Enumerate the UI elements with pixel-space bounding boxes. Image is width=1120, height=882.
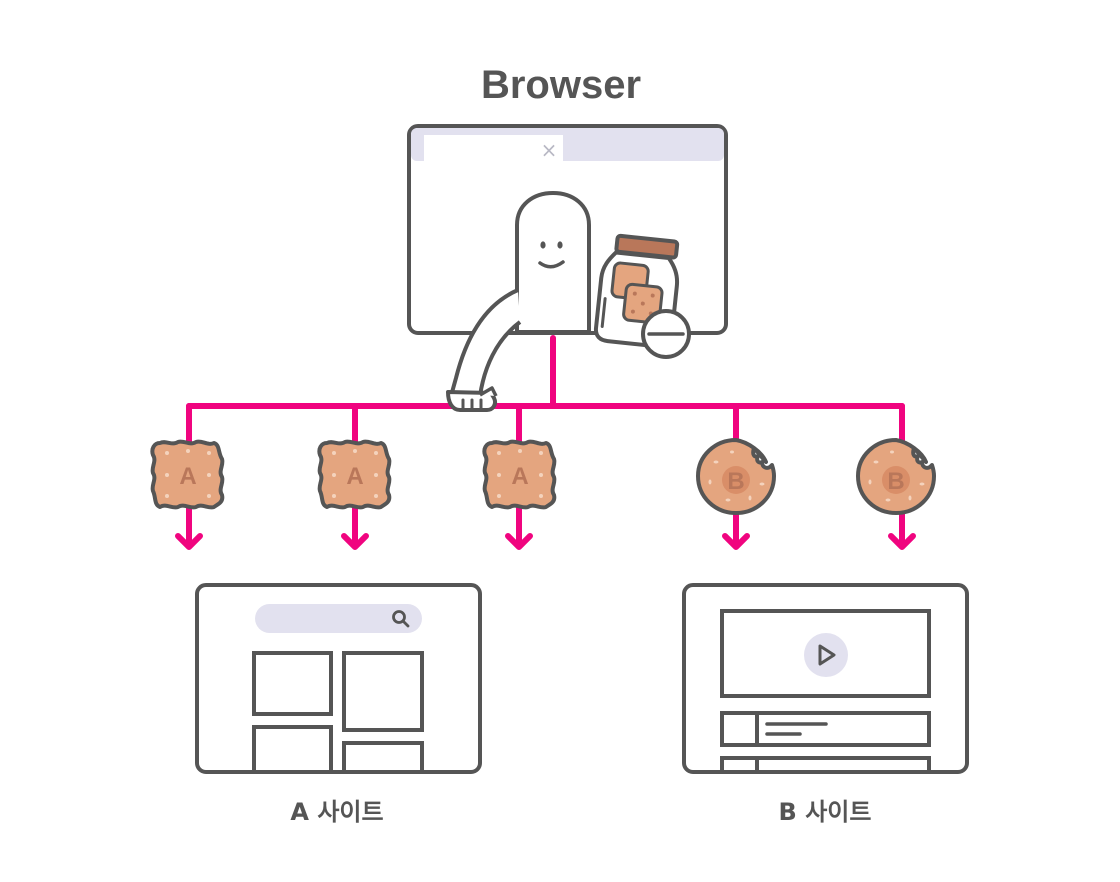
site-b-play-button bbox=[804, 633, 848, 677]
search-icon bbox=[392, 610, 410, 628]
mascot-body bbox=[515, 191, 591, 334]
cookie-a-2: A bbox=[317, 439, 392, 510]
arrow-head-4 bbox=[722, 533, 750, 550]
site-a-content-grid bbox=[252, 651, 424, 770]
mascot-arm bbox=[449, 288, 522, 398]
mascot-character bbox=[446, 191, 591, 412]
mascot-hand-holding-jar bbox=[641, 309, 691, 359]
tab-close-icon: × bbox=[541, 138, 558, 162]
jar-shine bbox=[600, 297, 607, 328]
mascot-eye-right bbox=[557, 241, 563, 249]
cookie-b-1: B bbox=[696, 438, 776, 515]
mascot-eye-left bbox=[540, 241, 546, 249]
mascot-smile bbox=[538, 260, 565, 269]
cookie-b-2: B bbox=[856, 438, 936, 515]
arrow-head-1 bbox=[175, 533, 203, 550]
cookie-b-2-letter: B bbox=[887, 468, 904, 495]
play-icon bbox=[818, 644, 836, 666]
jar-lid bbox=[614, 233, 680, 260]
site-a-label: A 사이트 bbox=[290, 798, 383, 826]
cookie-a-1-letter: A bbox=[179, 463, 196, 490]
site-b-window bbox=[682, 583, 969, 774]
browser-tab bbox=[424, 135, 563, 163]
site-b-list bbox=[720, 711, 931, 770]
cookie-a-1: A bbox=[150, 439, 225, 510]
mascot-thumb bbox=[479, 386, 498, 397]
arrow-head-5 bbox=[888, 533, 916, 550]
site-a-search-bar bbox=[255, 604, 422, 633]
diagram-title: Browser bbox=[481, 63, 641, 107]
site-b-label: B 사이트 bbox=[779, 798, 872, 826]
arrow-heads bbox=[175, 533, 916, 550]
arrow-head-2 bbox=[341, 533, 369, 550]
cookie-a-3-letter: A bbox=[511, 463, 528, 490]
cookie-b-1-letter: B bbox=[727, 468, 744, 495]
arrow-head-3 bbox=[505, 533, 533, 550]
site-a-window bbox=[195, 583, 482, 774]
cookie-a-2-letter: A bbox=[346, 463, 363, 490]
cookie-a-3: A bbox=[482, 439, 557, 510]
